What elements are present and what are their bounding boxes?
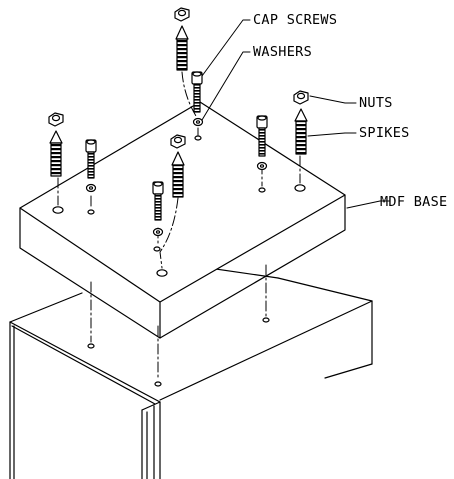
label-cap-screws: CAP SCREWS [253,12,337,28]
leader-nuts [309,95,357,104]
label-washers: WASHERS [253,44,312,60]
leader-spikes [307,132,357,137]
leader-lines [201,19,391,209]
label-mdf-base: MDF BASE [380,194,447,210]
leader-cap-screws [201,19,251,77]
base-holes [52,135,306,277]
cap-screw-right [256,115,268,171]
spike-right [293,90,309,155]
cap-screw-top [191,71,204,127]
label-nuts: NUTS [359,95,393,111]
spike-top [174,7,190,71]
center-lines [57,71,301,381]
cabinet-holes [87,317,270,387]
spike-left [48,112,64,177]
leader-mdf-base [346,200,391,209]
cabinet [9,264,373,479]
leader-washers [201,51,251,121]
spike-center [170,134,186,198]
cap-screw-left [85,139,97,193]
label-spikes: SPIKES [359,125,410,141]
cap-screw-center [152,181,164,237]
